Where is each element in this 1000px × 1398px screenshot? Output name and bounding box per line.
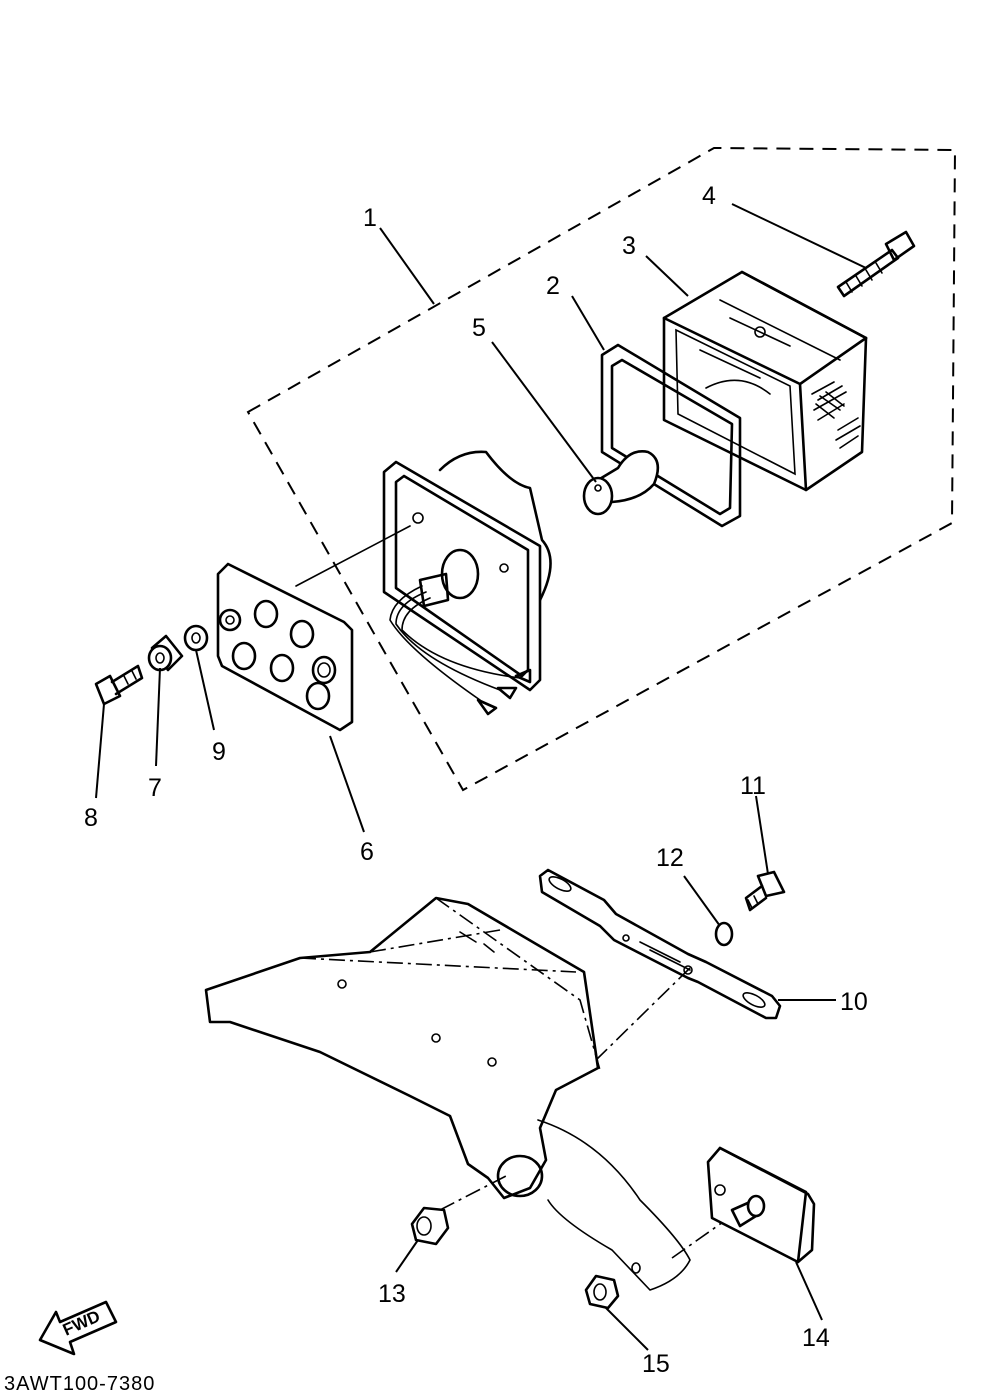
part-12-washer xyxy=(714,921,734,947)
part-label-10: 10 xyxy=(840,988,868,1016)
part-4-screw xyxy=(836,230,916,298)
part-15-nut xyxy=(584,1274,620,1310)
part-13-nut xyxy=(410,1206,450,1246)
part-7-collar xyxy=(147,634,184,672)
part-label-6: 6 xyxy=(360,838,374,866)
drawing-code: 3AWT100-7380 xyxy=(4,1373,155,1395)
part-10-bracket xyxy=(538,868,782,1020)
leader-lines xyxy=(95,203,867,1351)
part-label-1: 1 xyxy=(363,204,377,232)
part-label-7: 7 xyxy=(148,774,162,802)
part-label-9: 9 xyxy=(212,738,226,766)
part-5-bulb xyxy=(582,450,660,516)
part-label-12: 12 xyxy=(656,844,684,872)
part-label-3: 3 xyxy=(622,232,636,260)
part-9-washer xyxy=(183,624,209,652)
part-2-gasket xyxy=(600,343,742,528)
part-1-lamp-body xyxy=(382,450,552,716)
part-label-11: 11 xyxy=(740,772,766,800)
part-label-5: 5 xyxy=(472,314,486,342)
part-6-plate xyxy=(216,562,354,732)
alignment-line-13 xyxy=(439,1175,507,1211)
rear-fender xyxy=(204,896,691,1291)
part-11-bolt xyxy=(744,870,786,912)
part-label-15: 15 xyxy=(642,1350,670,1378)
part-14-lamp xyxy=(706,1146,816,1264)
part-3-lens xyxy=(662,270,868,492)
part-8-bolt xyxy=(94,664,144,706)
part-label-13: 13 xyxy=(378,1280,406,1308)
part-label-4: 4 xyxy=(702,182,716,210)
part-label-14: 14 xyxy=(802,1324,830,1352)
fwd-arrow-icon xyxy=(38,1300,118,1356)
part-label-2: 2 xyxy=(546,272,560,300)
part-label-8: 8 xyxy=(84,804,98,832)
alignment-line-10 xyxy=(595,967,691,1061)
assembly-boundary xyxy=(246,146,957,792)
alignment-line-6-1 xyxy=(295,525,411,587)
